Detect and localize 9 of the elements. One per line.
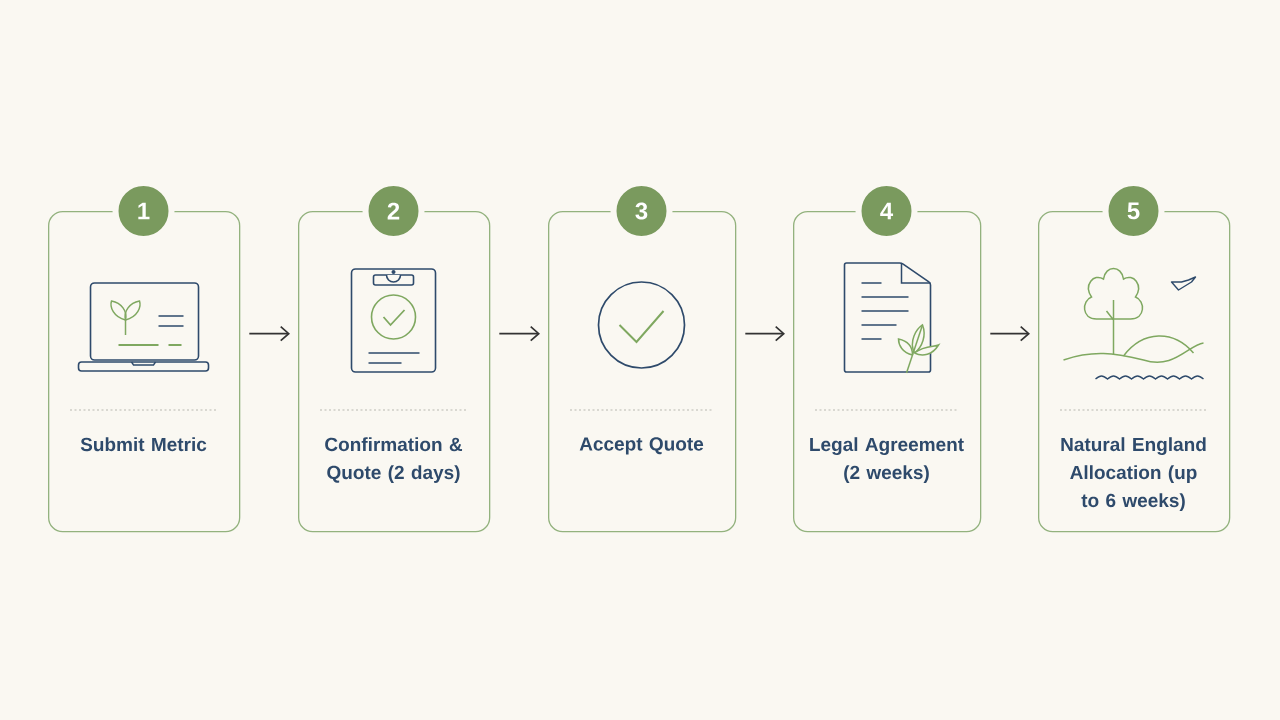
step-label: Accept Quote bbox=[579, 437, 704, 455]
arrow bbox=[248, 325, 290, 342]
arrow bbox=[744, 325, 785, 342]
step-label: Confirmation & Quote (2 days) bbox=[325, 437, 463, 483]
step-label: Submit Metric bbox=[80, 437, 207, 452]
arrow bbox=[498, 325, 540, 342]
step-label: Legal Agreement (2 weeks) bbox=[810, 437, 964, 483]
step-label: Natural England Allocation (up to 6 weeks) bbox=[1061, 437, 1206, 511]
arrow bbox=[989, 325, 1030, 342]
